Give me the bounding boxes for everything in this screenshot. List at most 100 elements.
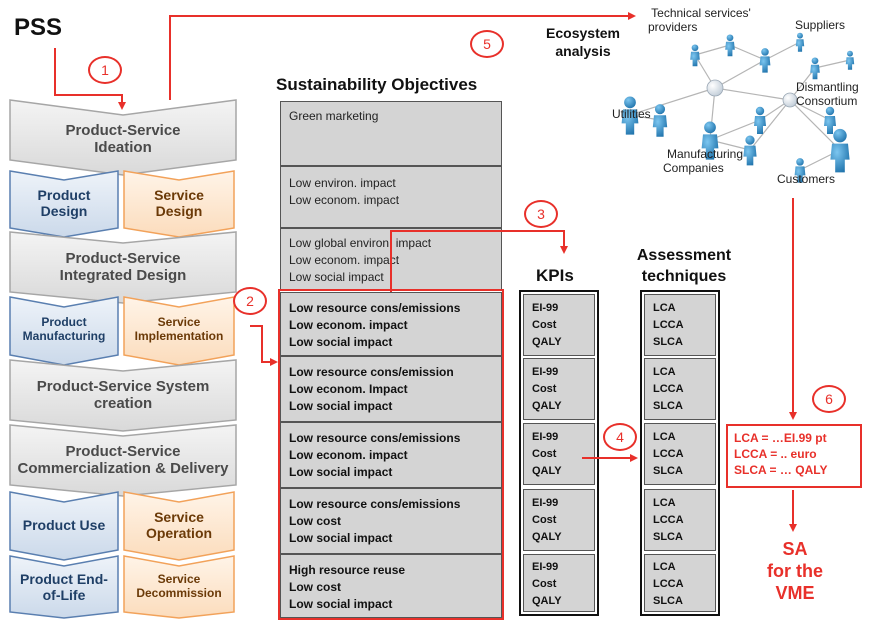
assessment-cell: LCA LCCA SLCA [644,554,716,612]
objective-box: High resource reuse Low cost Low social … [280,554,502,618]
objective-line: Low cost [289,580,342,594]
objective-line: Low resource cons/emissions [289,497,461,511]
arrow-2 [250,325,278,366]
system-creation-shape [9,359,237,432]
objective-line: Low social impact [289,270,384,284]
ecosystem-heading: Ecosystem analysis [538,24,628,60]
objective-line: Low social impact [289,597,393,611]
pss-title: PSS [14,14,63,41]
kpis-frame [519,290,599,616]
objective-line: Low resource cons/emissions [289,301,461,315]
kpi-line: QALY [532,465,562,477]
objective-box: Green marketing [280,101,502,166]
phase-service-decommission: Service Decommission [136,572,222,600]
service-operation-shape [123,491,235,561]
assessment-line: LCA [653,302,676,314]
kpi-line: Cost [532,578,557,590]
label-utilities: Utilities [612,107,651,121]
phase-product-use: Product Use [22,516,106,533]
assessment-heading-line: Assessment [636,247,732,264]
objective-line: Low social impact [289,465,393,479]
assessment-line: SLCA [653,336,683,348]
phase-product-end-of-life: Product End-of-Life [20,570,108,603]
phase-commercialization: Product-Service Commercialization & Deli… [17,442,229,477]
kpi-cell: EI-99 Cost QALY [523,489,595,551]
arrow-5 [169,12,636,100]
assessment-line: LCCA [653,319,684,331]
phase-product-design: Product Design [37,186,91,219]
kpi-line: QALY [532,595,562,607]
kpi-line: EI-99 [532,302,559,314]
assessment-line: LCCA [653,448,684,460]
kpi-line: Cost [532,514,557,526]
kpi-line: QALY [532,336,562,348]
objective-line: Low global environ. impact [289,236,432,250]
service-implementation-shape [123,296,235,366]
phase-service-implementation: Service Implementation [134,315,224,343]
label-dismantling-consortium: Dismantling Consortium [796,80,859,108]
assessment-line: LCA [653,366,676,378]
label-suppliers: Suppliers [795,18,846,32]
sa-line: SA [782,539,808,559]
objective-line: Low cost [289,514,342,528]
assessment-cell: LCA LCCA SLCA [644,358,716,420]
kpi-line: Cost [532,383,557,395]
objective-box: Low environ. impact Low econom. impact [280,166,502,228]
step-3-marker: 3 [524,200,558,228]
assessment-cell: LCA LCCA SLCA [644,294,716,356]
phase-integrated-design: Product-Service Integrated Design [59,249,187,284]
sa-for-vme: SA for the VME [755,538,835,604]
product-design-shape [9,170,119,238]
objective-line: Low resource cons/emission [289,365,454,379]
result-line: SLCA = … QALY [734,463,828,477]
objective-line: Green marketing [289,109,379,123]
kpi-cell: EI-99 Cost QALY [523,423,595,485]
phase-system-creation: Product-Service System creation [36,377,210,412]
sa-line: VME [775,583,815,603]
objective-line: Low econom. Impact [289,382,408,396]
step-2-marker: 2 [233,287,267,315]
objective-line: Low econom. impact [289,253,400,267]
kpi-line: QALY [532,400,562,412]
result-line: LCCA = .. euro [734,447,817,461]
service-decommission-shape [123,555,235,619]
service-design-shape [123,170,235,238]
objective-line: Low social impact [289,335,393,349]
ecosystem-network-illustration [621,32,855,183]
objective-line: Low econom. impact [289,318,408,332]
objective-box: Low resource cons/emissions Low econom. … [280,292,502,356]
step-5-marker: 5 [470,30,504,58]
assessment-line: LCCA [653,578,684,590]
kpi-cell: EI-99 Cost QALY [523,358,595,420]
kpi-line: Cost [532,319,557,331]
result-line: LCA = …EI.99 pt [734,431,827,445]
sa-line: for the [767,561,823,581]
step-6-marker: 6 [812,385,846,413]
assessment-frame [640,290,720,616]
arrow-3 [390,230,568,292]
globe-icon [706,79,724,97]
assessment-heading-line: techniques [641,268,727,285]
assessment-cell: LCA LCCA SLCA [644,489,716,551]
objective-line: High resource reuse [289,563,406,577]
kpi-line: EI-99 [532,366,559,378]
label-customers: Customers [777,172,836,186]
assessment-heading: Assessment techniques [634,245,734,287]
product-end-of-life-shape [9,555,119,619]
objective-line: Low social impact [289,399,393,413]
phase-service-operation: Service Operation [145,508,213,541]
product-manufacturing-shape [9,296,119,366]
commercialization-shape [9,424,237,497]
objective-box: Low resource cons/emissions Low econom. … [280,422,502,488]
phase-ideation: Product-Service Ideation [65,121,181,156]
objectives-heading: Sustainability Objectives [276,75,478,94]
kpi-line: EI-99 [532,497,559,509]
objective-line: Low resource cons/emissions [289,431,461,445]
assessment-result-box: LCA = …EI.99 pt LCCA = .. euro SLCA = … … [726,424,862,488]
kpi-line: QALY [532,531,562,543]
ideation-shape [9,99,237,176]
product-use-shape [9,491,119,561]
assessment-line: SLCA [653,465,683,477]
kpi-line: EI-99 [532,561,559,573]
